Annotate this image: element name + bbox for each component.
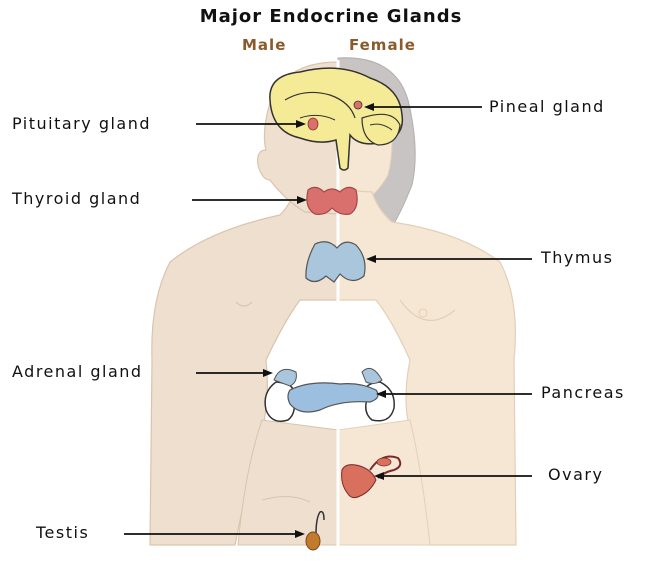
label-thymus: Thymus xyxy=(541,248,613,267)
label-pineal: Pineal gland xyxy=(489,97,605,116)
label-testis: Testis xyxy=(36,523,89,542)
label-adrenal: Adrenal gland xyxy=(12,362,143,381)
testis-shape xyxy=(306,532,320,550)
ovary-shape xyxy=(377,458,391,466)
label-pancreas: Pancreas xyxy=(541,383,625,402)
label-pituitary: Pituitary gland xyxy=(12,114,151,133)
pineal-gland-shape xyxy=(354,101,362,109)
thymus-shape xyxy=(306,242,365,282)
arrow-adrenal xyxy=(263,369,273,377)
label-thyroid: Thyroid gland xyxy=(12,189,141,208)
label-ovary: Ovary xyxy=(548,465,603,484)
pituitary-gland-shape xyxy=(308,118,318,130)
pancreas-shape xyxy=(288,383,378,412)
adrenal-right xyxy=(362,368,382,383)
